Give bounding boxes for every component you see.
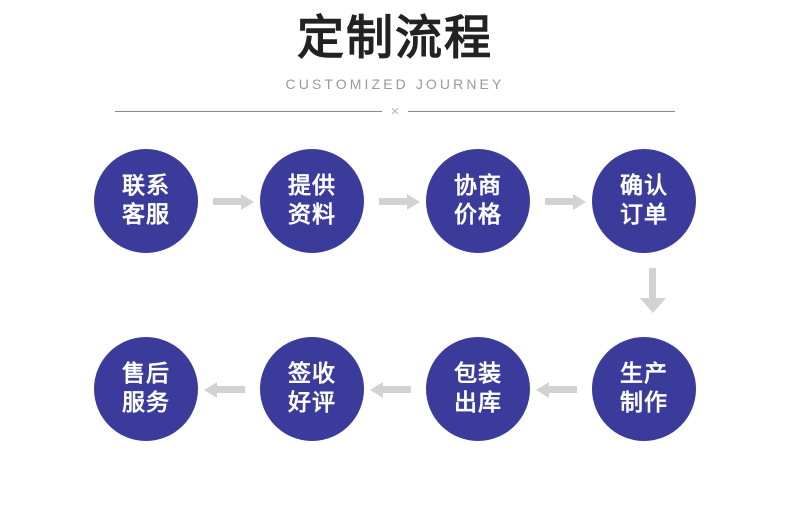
arrow-left-icon xyxy=(530,374,592,404)
arrow-right-icon xyxy=(198,186,260,216)
page-title: 定制流程 xyxy=(297,11,493,66)
arrow-shaft xyxy=(549,386,577,393)
flow-node-label-line1: 确认 xyxy=(620,173,668,199)
flow-node-contact-service[interactable]: 联系 客服 xyxy=(94,149,198,253)
arrow-head xyxy=(536,382,549,398)
flow-node-label-line2: 制作 xyxy=(620,390,668,416)
arrow-head xyxy=(573,194,586,210)
arrow-head xyxy=(241,194,254,210)
page-header: 定制流程 CUSTOMIZED JOURNEY xyxy=(0,0,790,94)
arrow-shaft xyxy=(379,198,407,205)
flow-node-label-line2: 服务 xyxy=(122,390,170,416)
arrow-shaft xyxy=(649,268,656,300)
flow-row-bottom: 售后 服务 签收 好评 包装 出库 生产 制作 xyxy=(0,336,790,442)
flow-node-label-line1: 联系 xyxy=(122,173,170,199)
flow-node-production[interactable]: 生产 制作 xyxy=(592,337,696,441)
arrow-right-icon xyxy=(530,186,592,216)
arrow-left-icon xyxy=(364,374,426,404)
flow-node-provide-materials[interactable]: 提供 资料 xyxy=(260,149,364,253)
arrow-shaft xyxy=(213,198,241,205)
section-divider: × xyxy=(115,101,676,121)
arrow-head xyxy=(370,382,383,398)
flow-node-label-line2: 订单 xyxy=(620,202,668,228)
divider-cross-icon: × xyxy=(390,102,400,120)
arrow-shaft xyxy=(545,198,573,205)
flow-node-label-line1: 售后 xyxy=(122,361,170,387)
page-subtitle: CUSTOMIZED JOURNEY xyxy=(285,76,505,92)
flow-row-top: 联系 客服 提供 资料 协商 价格 确认 订单 xyxy=(0,148,790,254)
arrow-shaft xyxy=(383,386,411,393)
flow-node-label-line2: 价格 xyxy=(454,202,502,228)
flow-node-label-line2: 资料 xyxy=(288,202,336,228)
arrow-head xyxy=(640,298,666,313)
flow-node-label-line1: 签收 xyxy=(288,361,336,387)
flow-node-label-line1: 提供 xyxy=(288,173,336,199)
flow-node-label-line1: 生产 xyxy=(620,361,668,387)
divider-line-left xyxy=(115,110,382,112)
flow-node-label-line2: 好评 xyxy=(288,390,336,416)
flow-node-label-line2: 出库 xyxy=(454,390,502,416)
arrow-head xyxy=(204,382,217,398)
flow-node-confirm-order[interactable]: 确认 订单 xyxy=(592,149,696,253)
flow-node-after-sales-service[interactable]: 售后 服务 xyxy=(94,337,198,441)
flow-node-label-line1: 包装 xyxy=(454,361,502,387)
flow-node-receipt-review[interactable]: 签收 好评 xyxy=(260,337,364,441)
arrow-left-icon xyxy=(198,374,260,404)
flow-node-negotiate-price[interactable]: 协商 价格 xyxy=(426,149,530,253)
flow-node-label-line2: 客服 xyxy=(122,202,170,228)
arrow-down-icon xyxy=(638,268,668,324)
divider-line-right xyxy=(408,110,676,112)
flow-node-label-line1: 协商 xyxy=(454,173,502,199)
arrow-shaft xyxy=(217,386,245,393)
flow-node-packaging-shipping[interactable]: 包装 出库 xyxy=(426,337,530,441)
arrow-head xyxy=(407,194,420,210)
arrow-right-icon xyxy=(364,186,426,216)
